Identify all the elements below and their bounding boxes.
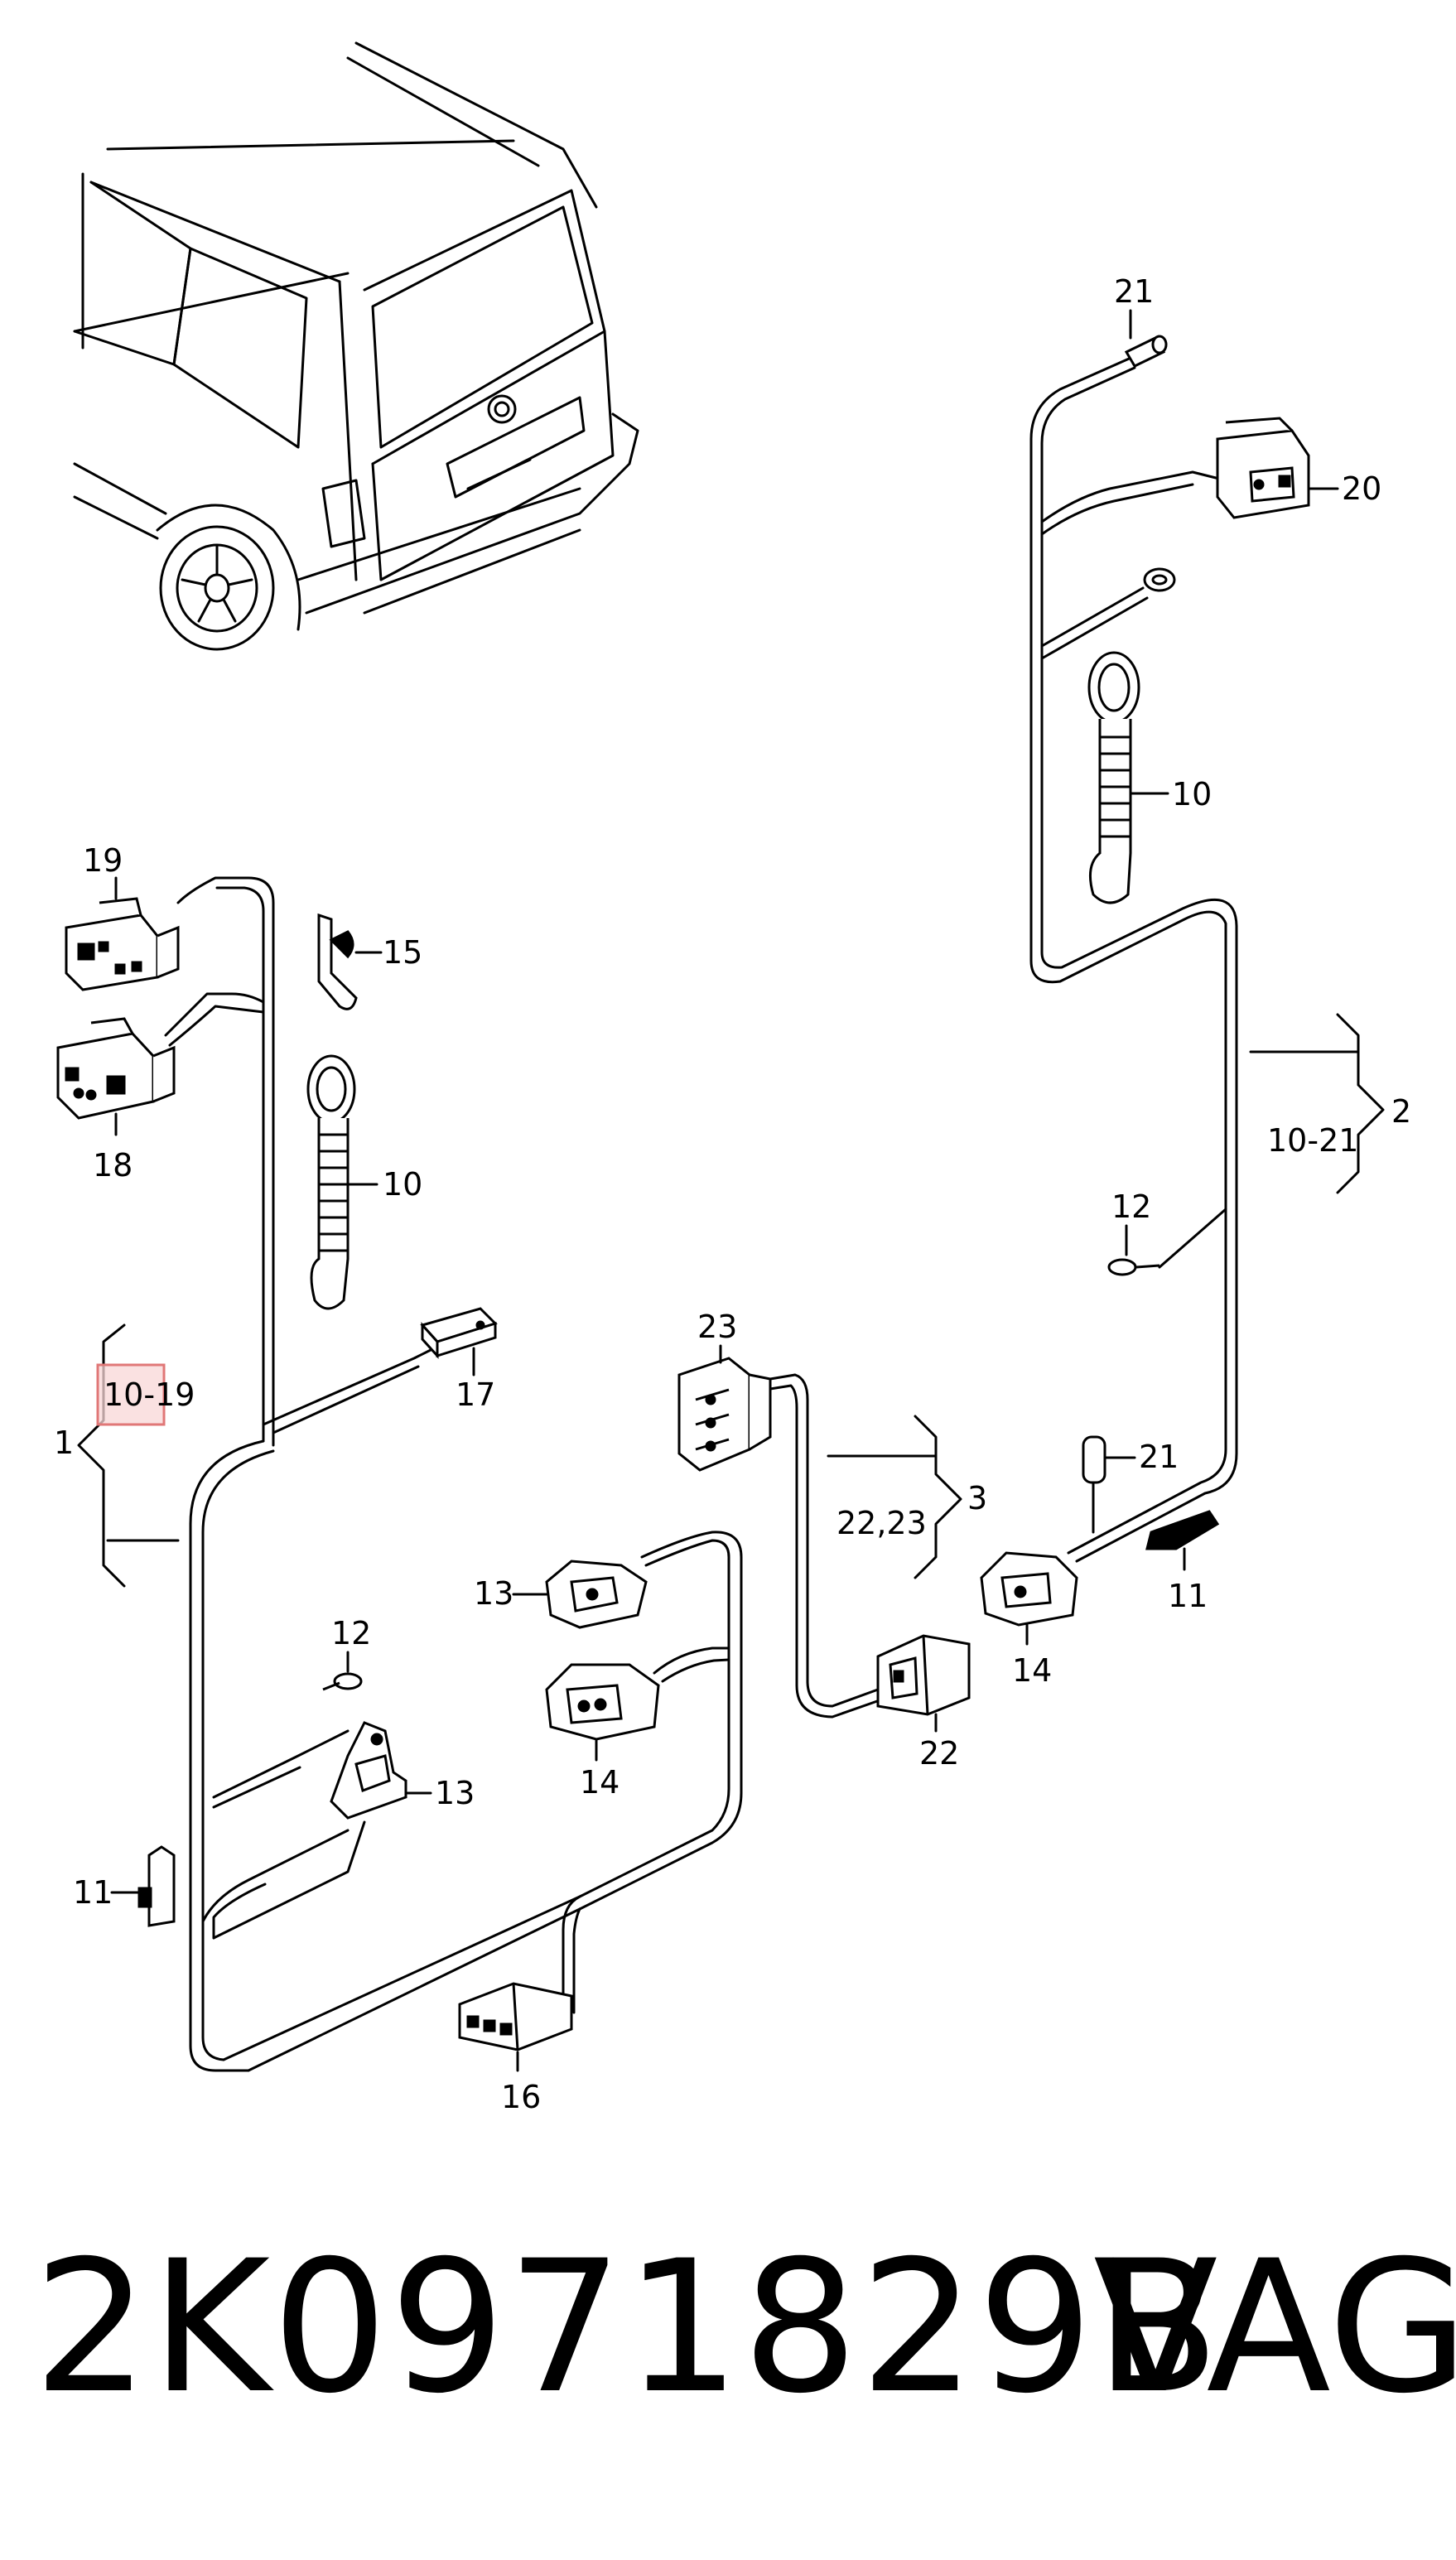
connector-14-right: [980, 1551, 1078, 1627]
connector-13-upper: [545, 1560, 648, 1629]
holder-13-lower: [330, 1721, 407, 1820]
harness-3-wiring: [769, 1373, 881, 1719]
label-13-upper: 13: [474, 1575, 513, 1612]
ring-terminal-12-lower: [322, 1672, 363, 1691]
clip-11-right: [1145, 1510, 1220, 1550]
callout-labels: 19 18 15 10 17 10-19 1 12 13 11 13 14 16…: [54, 273, 1411, 2115]
label-14-lower: 14: [580, 1764, 620, 1801]
brand-name: VAG: [1093, 2221, 1456, 2433]
label-19: 19: [83, 842, 123, 879]
leader-lines: [110, 309, 1339, 2072]
label-3: 3: [967, 1480, 987, 1516]
label-range-22-23: 22,23: [836, 1505, 927, 1541]
label-11-left: 11: [73, 1874, 113, 1911]
vehicle-rear-illustration: [73, 41, 639, 651]
connector-14-lower: [545, 1663, 660, 1741]
label-21-lower: 21: [1139, 1439, 1179, 1475]
grommet-10-right: [1087, 651, 1140, 904]
wiring-harness-diagram: 19 18 15 10 17 10-19 1 12 13 11 13 14 16…: [54, 41, 1411, 2115]
label-20: 20: [1342, 470, 1381, 507]
label-10-right: 10: [1172, 776, 1212, 812]
label-12-right: 12: [1111, 1188, 1151, 1225]
connector-22: [876, 1634, 971, 1716]
label-16: 16: [501, 2079, 541, 2115]
part-number: 2K0971829B: [33, 2221, 1222, 2433]
connector-19: [65, 897, 180, 991]
label-range-10-19: 10-19: [104, 1376, 195, 1413]
sensor-21-lower: [1082, 1435, 1106, 1484]
harness-2-wiring: [1029, 354, 1238, 1563]
label-13-lower: 13: [435, 1775, 475, 1811]
ring-terminal-upper: [1143, 567, 1176, 592]
label-14-right: 14: [1012, 1652, 1052, 1689]
sensor-21-top: [1124, 335, 1168, 368]
connector-18: [56, 1017, 176, 1120]
bracket-harness-3: [827, 1415, 962, 1579]
bracket-harness-1: [77, 1323, 180, 1588]
label-11-right: 11: [1168, 1578, 1208, 1614]
label-1: 1: [54, 1425, 74, 1461]
bracket-harness-2: [1249, 1013, 1385, 1194]
connector-16: [458, 1982, 573, 2051]
label-10-left: 10: [383, 1166, 422, 1203]
clip-11-left: [137, 1845, 176, 1927]
label-18: 18: [93, 1147, 133, 1184]
label-range-10-21: 10-21: [1267, 1122, 1358, 1159]
label-23: 23: [697, 1309, 737, 1345]
label-17: 17: [456, 1376, 495, 1413]
clip-15: [317, 913, 358, 1010]
highlight-box: [96, 1363, 166, 1426]
ring-terminal-12-right: [1107, 1258, 1160, 1276]
label-2: 2: [1391, 1093, 1411, 1130]
connector-23: [677, 1357, 772, 1472]
label-21-top: 21: [1114, 273, 1154, 310]
label-12-lower: 12: [331, 1615, 371, 1651]
label-22: 22: [919, 1735, 959, 1772]
sensor-17: [420, 1307, 498, 1359]
label-15: 15: [383, 934, 422, 971]
grommet-10-left: [306, 1054, 356, 1310]
harness-1-wiring: [164, 876, 743, 2072]
connector-20: [1216, 417, 1310, 519]
